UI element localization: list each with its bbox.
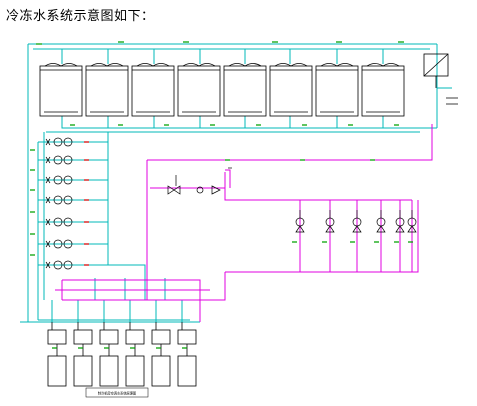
- pump-6: [45, 239, 73, 249]
- pipe-tag-marks: [30, 41, 413, 349]
- chw-pump-6: [407, 210, 417, 233]
- chiller-3: [99, 329, 119, 387]
- chiller-2: [73, 329, 93, 387]
- chillers: [47, 322, 197, 387]
- chiller-6: [177, 329, 197, 387]
- pump-2: [45, 155, 73, 165]
- cooling-tower-4: [177, 63, 221, 117]
- caption-box: [85, 387, 149, 398]
- cooling-tower-8: [361, 63, 405, 117]
- cooling-towers: [39, 63, 405, 117]
- pump-5: [45, 217, 73, 227]
- diagram-caption: 制冷机房空调水系统原理图: [98, 391, 136, 396]
- cooling-tower-3: [131, 63, 175, 117]
- chw-pump-3: [352, 210, 362, 233]
- chilled-water-piping: [55, 124, 433, 322]
- cooling-tower-2: [85, 63, 129, 117]
- cooling-tower-7: [315, 63, 359, 117]
- cooling-water-pumps: [45, 137, 73, 270]
- pump-4: [45, 195, 73, 205]
- chiller-1: [47, 329, 67, 387]
- chw-pump-1: [295, 210, 305, 233]
- chiller-5: [151, 329, 171, 387]
- cooling-tower-1: [39, 63, 83, 117]
- cooling-water-piping: [20, 43, 452, 323]
- chw-pump-5: [395, 210, 405, 233]
- center-valve-group: [167, 167, 232, 195]
- pump-7: [45, 260, 73, 270]
- chiller-4: [125, 329, 145, 387]
- cooling-tower-5: [223, 63, 267, 117]
- chilled-water-pumps: [295, 210, 417, 233]
- page-heading: 冷冻水系统示意图如下：: [6, 9, 155, 24]
- expansion-tank: [423, 53, 458, 105]
- cooling-tower-6: [269, 63, 313, 117]
- pump-1: [45, 137, 73, 147]
- chw-pump-4: [376, 210, 386, 233]
- chw-pump-2: [325, 210, 335, 233]
- pump-3: [45, 175, 73, 185]
